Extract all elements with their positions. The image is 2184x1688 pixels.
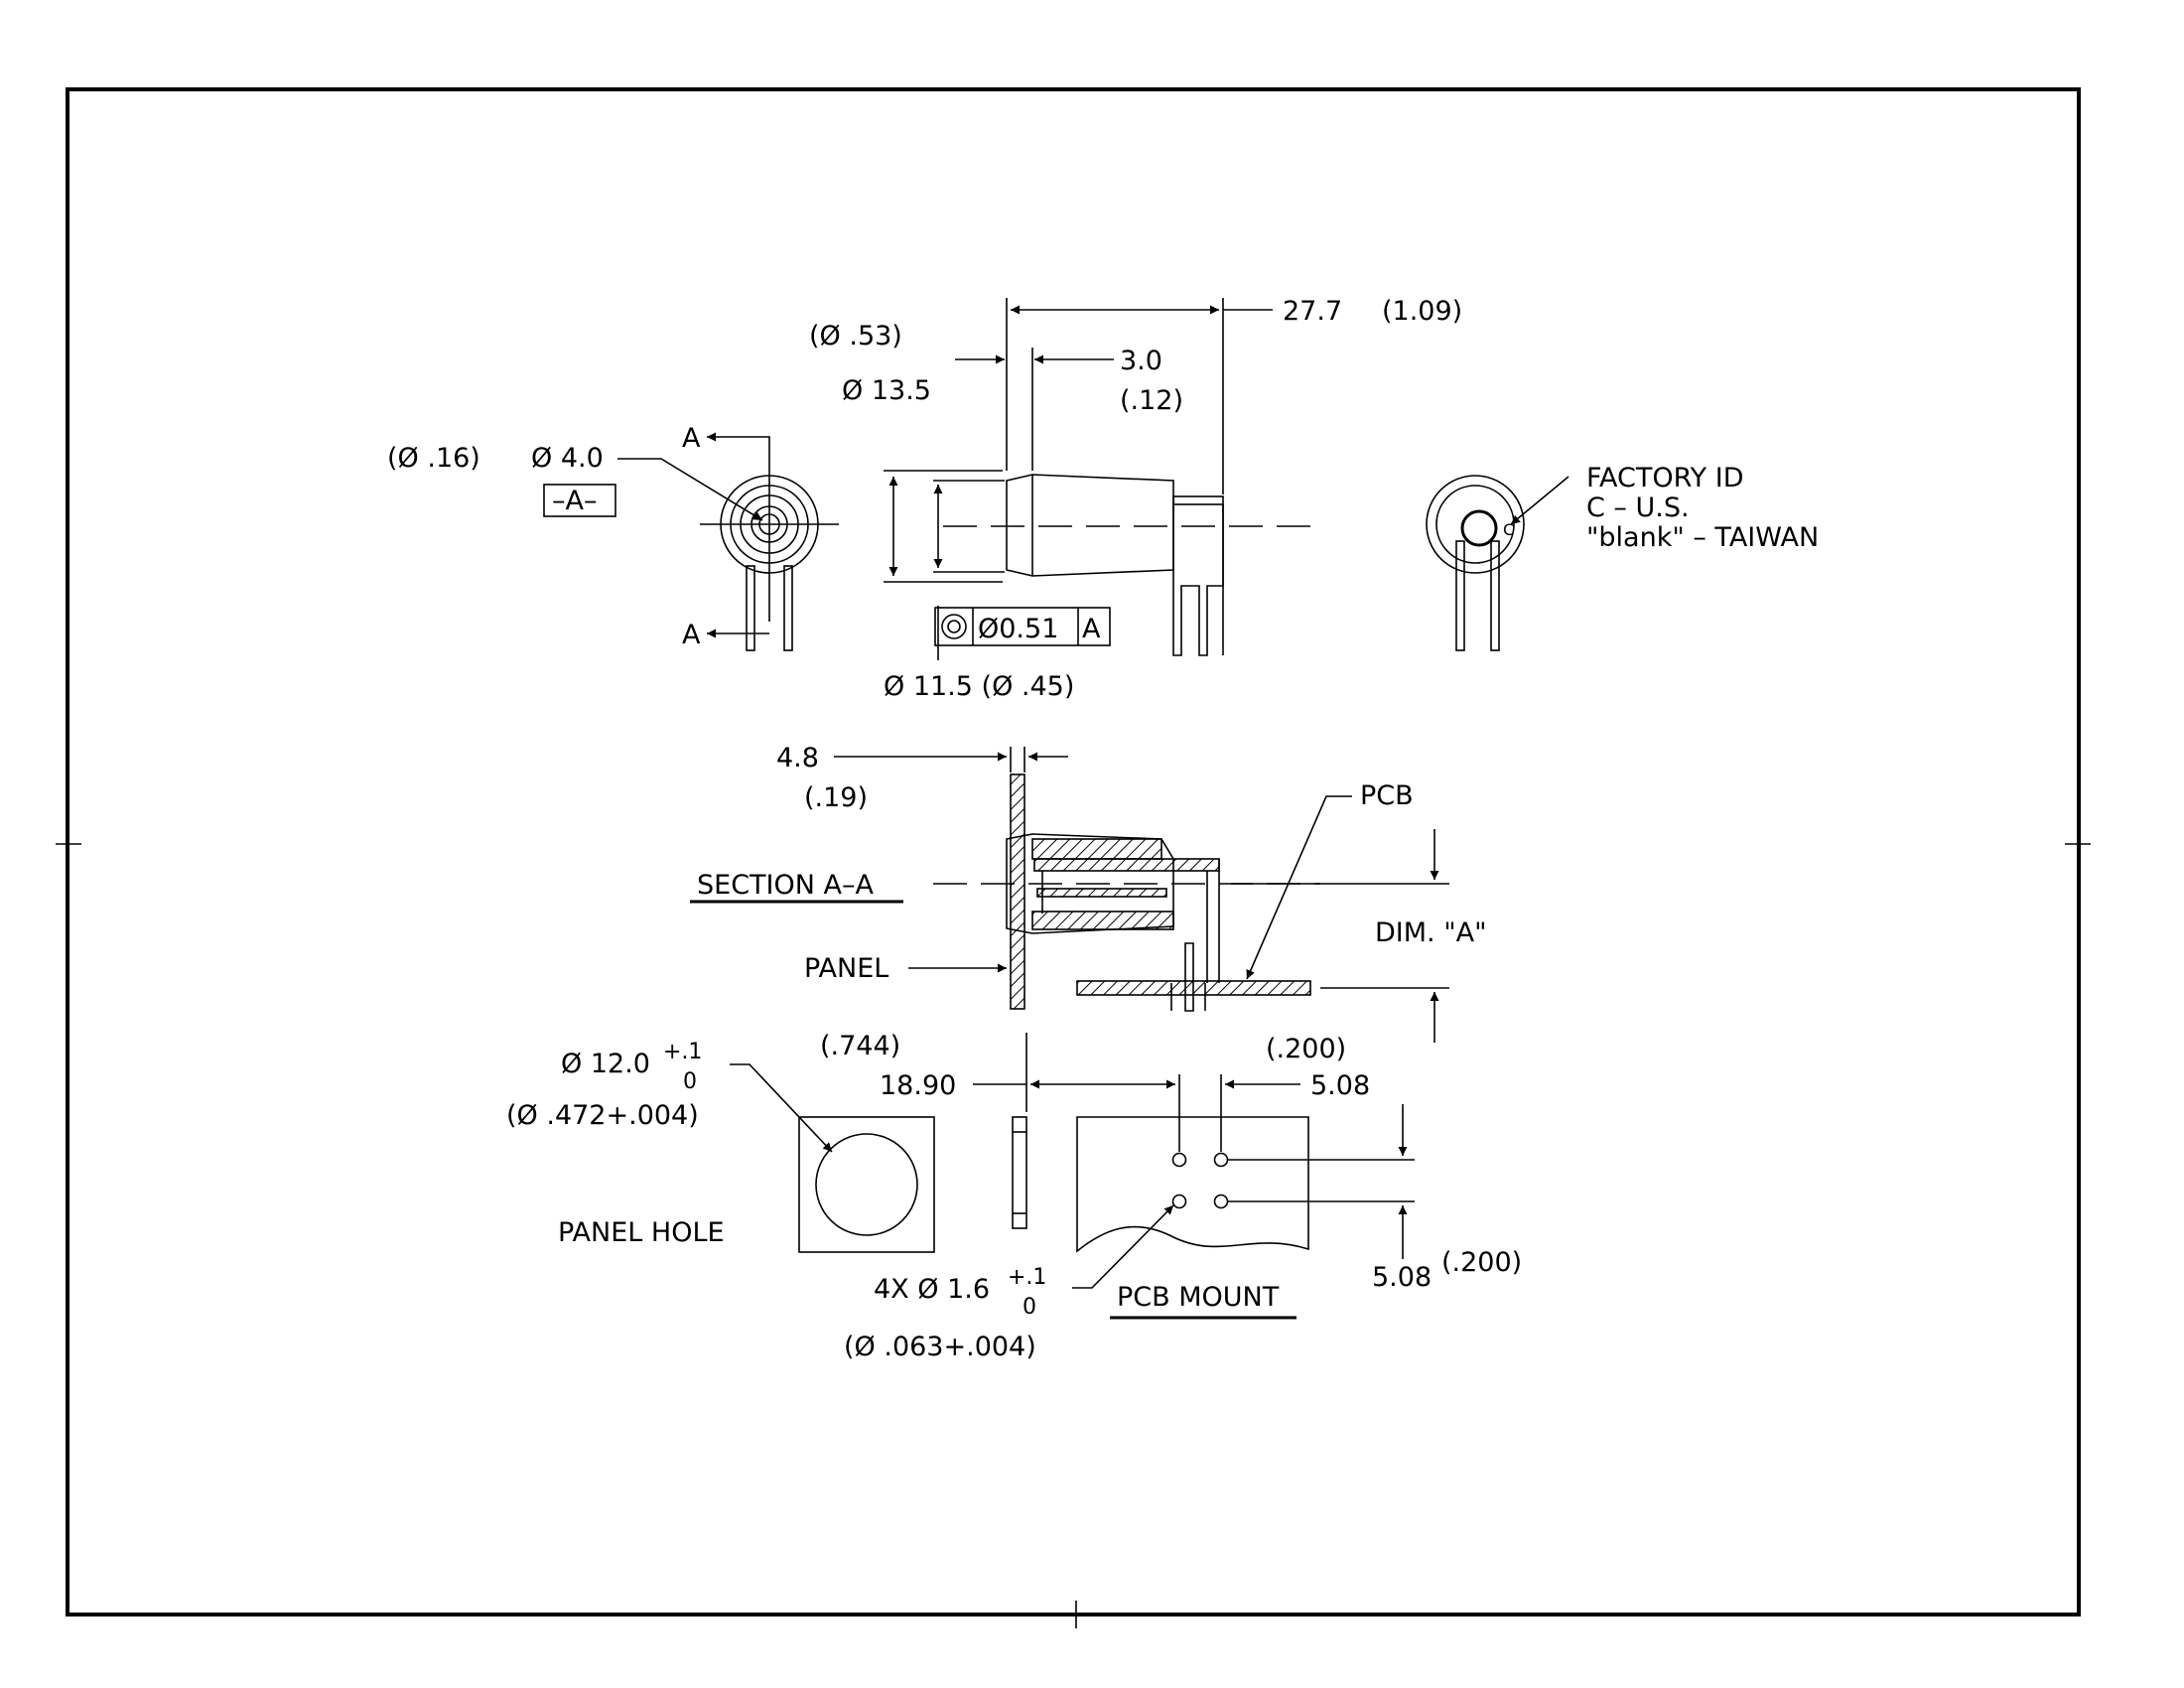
factory-id-c: C – U.S. <box>1586 492 1690 523</box>
dim-a: DIM. "A" <box>1375 917 1487 948</box>
pcb-hole <box>1213 1152 1229 1168</box>
sheet-border <box>56 87 2091 1628</box>
panel-thick-inch: (.19) <box>804 782 868 813</box>
inner-dia: Ø 11.5 (Ø .45) <box>884 671 1074 702</box>
factory-id-blank: "blank" – TAIWAN <box>1586 522 1819 553</box>
panel-hole-dia-inch: (Ø .472+.004) <box>506 1100 699 1131</box>
pcb-pitch-x-inch: (.200) <box>1266 1034 1346 1064</box>
side-view: (Ø .53) Ø 13.5 Ø 11.5 (Ø .45) 27.7 (1.09… <box>809 296 1462 702</box>
pcb-holes-tol-plus: +.1 <box>1008 1265 1046 1290</box>
rear-view: C FACTORY ID C – U.S. "blank" – TAIWAN <box>1426 463 1819 651</box>
flange-mm: 3.0 <box>1120 346 1162 376</box>
tolerance-value: Ø0.51 <box>978 614 1058 644</box>
panel-thick-mm: 4.8 <box>776 743 819 774</box>
pcb-hole <box>1213 1194 1229 1209</box>
pcb-holes-mm: 4X Ø 1.6 <box>874 1274 990 1305</box>
pcb-mount-label: PCB MOUNT <box>1117 1282 1280 1313</box>
length-inch: (1.09) <box>1382 296 1462 327</box>
pcb-offset-mm: 18.90 <box>880 1070 956 1101</box>
pcb-hole <box>1171 1152 1187 1168</box>
front-view: A A (Ø .16) Ø 4.0 –A– <box>387 423 839 651</box>
outer-dia-inch: (Ø .53) <box>809 321 902 352</box>
flange-inch: (.12) <box>1120 385 1183 416</box>
pcb-offset-inch: (.744) <box>820 1031 900 1061</box>
pcb-hole <box>1171 1194 1187 1209</box>
front-dia-mm: Ø 4.0 <box>531 443 604 474</box>
tolerance-datum: A <box>1082 614 1101 644</box>
pcb-holes-tol-zero: 0 <box>1023 1295 1036 1320</box>
panel-hole-tol-zero: 0 <box>683 1069 697 1094</box>
panel-hole-tol-plus: +.1 <box>663 1040 702 1064</box>
panel-label: PANEL <box>804 953 888 984</box>
concentricity-icon <box>941 614 967 639</box>
section-title: SECTION A–A <box>697 870 875 901</box>
factory-id-title: FACTORY ID <box>1586 463 1744 493</box>
section-a-a: 4.8 (.19) SECTION A–A PANEL PCB DIM. "A" <box>690 743 1487 1043</box>
pcb-label: PCB <box>1360 780 1414 811</box>
pcb-mount-view: (.744) 18.90 (.200) 5.08 5.08 (.200) 4X … <box>820 1031 1522 1362</box>
length-mm: 27.7 <box>1283 296 1342 327</box>
panel-hole-view: Ø 12.0 +.1 0 (Ø .472+.004) PANEL HOLE <box>506 1040 935 1253</box>
panel-hole-label: PANEL HOLE <box>558 1217 725 1248</box>
panel-hole-dia-mm: Ø 12.0 <box>561 1049 650 1079</box>
datum-a: –A– <box>552 486 597 516</box>
outer-dia-mm: Ø 13.5 <box>842 375 931 406</box>
pcb-pitch-y-inch: (.200) <box>1441 1247 1522 1278</box>
section-mark-top: A <box>682 423 701 454</box>
factory-mark: C <box>1503 520 1514 539</box>
pcb-pitch-x-mm: 5.08 <box>1310 1070 1370 1101</box>
pcb-pitch-y-mm: 5.08 <box>1372 1262 1432 1293</box>
section-mark-bottom: A <box>682 620 701 650</box>
front-dia-inch: (Ø .16) <box>387 443 480 474</box>
pcb-holes-inch: (Ø .063+.004) <box>844 1332 1036 1362</box>
